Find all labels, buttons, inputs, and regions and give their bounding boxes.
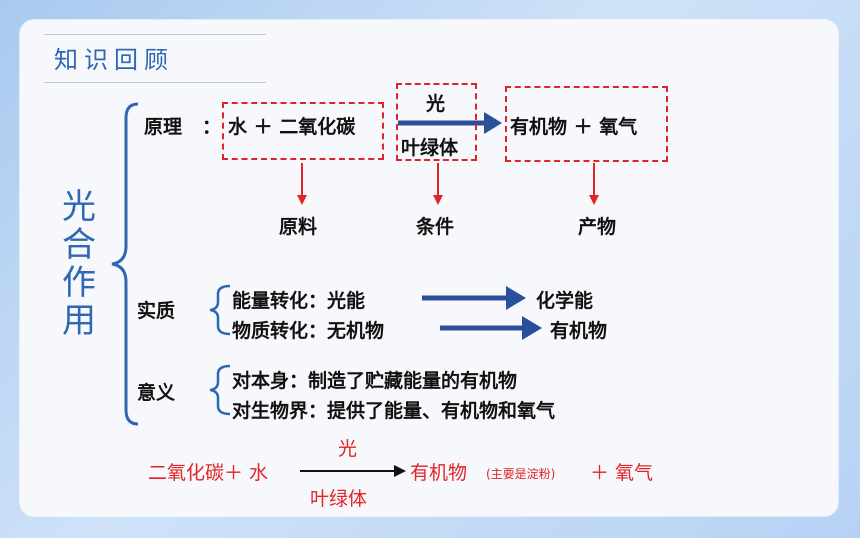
- raw-arrow-head: [297, 195, 307, 205]
- equation-oxygen: ＋ 氧气: [590, 462, 654, 484]
- energy-result-text: 化学能: [536, 290, 594, 312]
- reactants-box: [222, 102, 384, 160]
- essence-brace: [209, 284, 231, 336]
- matter-conversion-text: 物质转化：无机物: [232, 320, 385, 342]
- energy-arrow-head: [506, 286, 526, 310]
- equation-product: 有机物: [410, 462, 468, 484]
- main-brace: [111, 102, 139, 426]
- section-title: 知识回顾: [54, 46, 174, 74]
- header-bottom-rule: [44, 82, 266, 83]
- condition-arrow-head: [433, 195, 443, 205]
- equation-arrow-head: [394, 465, 406, 477]
- principle-colon: ：: [202, 116, 222, 138]
- product-arrow-head: [589, 195, 599, 205]
- equation-reactants: 二氧化碳＋ 水: [148, 462, 269, 484]
- condition-box: [396, 83, 477, 161]
- products-text: 有机物 ＋ 氧气: [510, 116, 638, 138]
- content-card: [20, 20, 838, 516]
- significance-biosphere-text: 对生物界：提供了能量、有机物和氧气: [232, 400, 556, 422]
- products-box: [505, 86, 668, 162]
- principle-label: 原理: [144, 116, 183, 138]
- condition-bottom-text: 叶绿体: [401, 137, 459, 159]
- raw-materials-label: 原料: [279, 216, 318, 238]
- equation-note: (主要是淀粉): [486, 467, 556, 481]
- conditions-label: 条件: [416, 216, 455, 238]
- essence-label: 实质: [137, 300, 176, 322]
- equation-below-arrow: 叶绿体: [310, 488, 368, 510]
- matter-result-text: 有机物: [550, 320, 608, 342]
- condition-top-text: 光: [426, 93, 446, 115]
- header-top-rule: [44, 34, 266, 35]
- reactants-text: 水 ＋ 二氧化碳: [228, 116, 356, 138]
- matter-arrow-head: [522, 316, 542, 340]
- significance-brace: [209, 364, 231, 416]
- equation-above-arrow: 光: [338, 438, 358, 460]
- principle-arrow-head: [484, 112, 502, 134]
- energy-conversion-text: 能量转化：光能: [232, 290, 366, 312]
- significance-self-text: 对本身：制造了贮藏能量的有机物: [232, 370, 518, 392]
- products-label: 产物: [578, 216, 617, 238]
- main-topic-label: 光合作用: [62, 187, 96, 341]
- significance-label: 意义: [137, 382, 176, 404]
